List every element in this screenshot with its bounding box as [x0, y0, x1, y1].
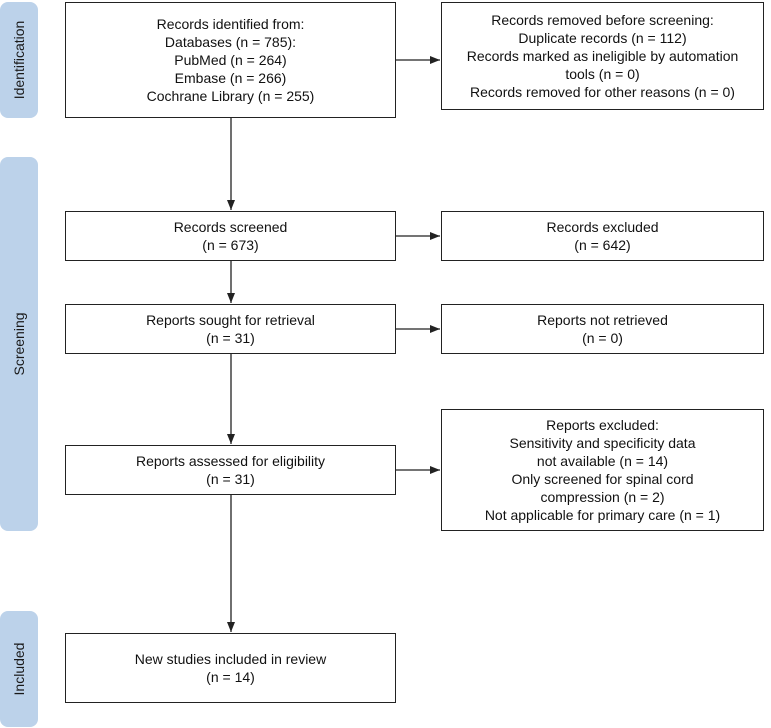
box-line: compression (n = 2) — [540, 489, 665, 505]
box-line: (n = 14) — [206, 669, 255, 685]
box-studies-included: New studies included in review (n = 14) — [65, 633, 396, 703]
box-line: Reports not retrieved — [537, 312, 668, 328]
box-line: (n = 642) — [574, 237, 631, 253]
box-line: Reports sought for retrieval — [146, 312, 315, 328]
box-line: (n = 0) — [582, 330, 623, 346]
box-line: (n = 31) — [206, 330, 255, 346]
box-reports-excluded: Reports excluded: Sensitivity and specif… — [441, 409, 764, 531]
phase-identification: Identification — [0, 2, 38, 118]
box-line: Records screened — [173, 219, 288, 235]
box-line: Records marked as ineligible by automati… — [466, 48, 739, 64]
box-reports-sought: Reports sought for retrieval (n = 31) — [65, 304, 396, 354]
box-line: Records excluded — [546, 219, 659, 235]
box-records-removed: Records removed before screening: Duplic… — [441, 2, 764, 110]
box-records-screened: Records screened (n = 673) — [65, 211, 396, 261]
box-line: Not applicable for primary care (n = 1) — [484, 507, 721, 523]
box-line: Only screened for spinal cord — [511, 471, 694, 487]
box-reports-not-retrieved: Reports not retrieved (n = 0) — [441, 304, 764, 354]
box-line: Embase (n = 266) — [174, 70, 287, 86]
box-line: PubMed (n = 264) — [174, 52, 287, 68]
box-line: Duplicate records (n = 112) — [518, 30, 687, 46]
box-line: (n = 673) — [202, 237, 259, 253]
phase-included: Included — [0, 611, 38, 727]
box-line: Reports assessed for eligibility — [135, 453, 326, 469]
box-line: New studies included in review — [134, 651, 327, 667]
box-line: Databases (n = 785): — [164, 34, 297, 50]
box-line: Reports excluded: — [546, 417, 659, 433]
box-line: Sensitivity and specificity data — [509, 435, 696, 451]
box-line: Records removed before screening: — [491, 12, 714, 28]
phase-screening: Screening — [0, 157, 38, 531]
box-line: (n = 31) — [206, 471, 255, 487]
box-records-excluded: Records excluded (n = 642) — [441, 211, 764, 261]
box-line: Cochrane Library (n = 255) — [146, 88, 315, 104]
box-line: tools (n = 0) — [565, 66, 640, 82]
box-records-identified: Records identified from: Databases (n = … — [65, 2, 396, 118]
box-reports-assessed: Reports assessed for eligibility (n = 31… — [65, 445, 396, 495]
box-line: Records removed for other reasons (n = 0… — [470, 84, 735, 100]
box-line: not available (n = 14) — [536, 453, 669, 469]
box-line: Records identified from: — [156, 16, 305, 32]
